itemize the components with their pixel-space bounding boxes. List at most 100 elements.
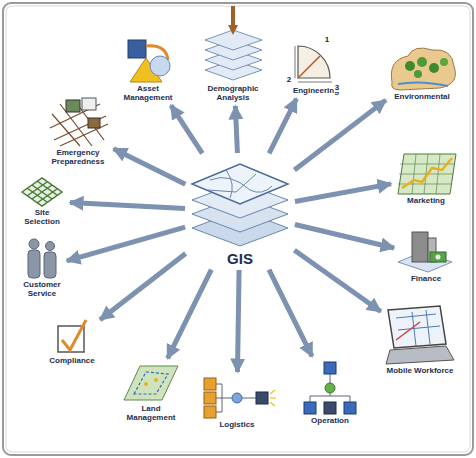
- application-label: Environmental: [394, 92, 450, 101]
- environmental-icon-part: [414, 70, 422, 78]
- logistics-icon-part: [204, 392, 216, 404]
- operation-icon-part: [310, 374, 350, 402]
- application-node: Asset Management: [121, 38, 175, 102]
- asset-icon-part: [150, 56, 170, 76]
- demographic-icon-part: [231, 6, 235, 30]
- customer-service-icon: [28, 239, 56, 278]
- land-management-icon-part: [124, 366, 178, 400]
- gis-layers-icon: [192, 164, 288, 246]
- application-node: Logistics: [200, 376, 274, 429]
- land-management-icon: [124, 366, 178, 400]
- operation-icon: [304, 362, 356, 414]
- radial-arrow: [70, 202, 185, 208]
- scale-number: 1: [324, 36, 330, 44]
- gis-layers-icon-part: [208, 170, 272, 198]
- operation-icon-part: [324, 362, 336, 374]
- land-management-icon-part: [144, 382, 148, 386]
- engineering-icon: [295, 46, 332, 82]
- environmental-icon-part: [440, 58, 448, 66]
- application-label: Emergency Preparedness: [48, 148, 108, 166]
- asset-icon-part: [128, 40, 146, 58]
- frame-part: [6, 6, 470, 452]
- marketing-icon-part-part: [436, 154, 440, 194]
- application-node: Site Selection: [18, 176, 66, 226]
- customer-service-icon-part: [44, 252, 56, 278]
- logistics-icon-part: [214, 384, 256, 412]
- environmental-icon-part: [429, 63, 439, 73]
- application-label: Mobile Workforce: [387, 366, 454, 375]
- application-label: Compliance: [49, 356, 94, 365]
- logistics-icon-part-part: [270, 390, 275, 394]
- land-management-icon-part: [134, 372, 168, 394]
- engineering-icon-part: [298, 56, 320, 78]
- application-node: Customer Service: [21, 238, 63, 298]
- operation-icon-part: [304, 402, 316, 414]
- mobile-workforce-icon-part: [388, 306, 446, 348]
- application-node: Finance: [398, 228, 454, 283]
- logistics-icon-part: [232, 393, 242, 403]
- logistics-icon-part: [204, 406, 216, 418]
- logistics-icon-part-part: [270, 402, 275, 406]
- application-label: Site Selection: [18, 208, 66, 226]
- customer-service-icon-part: [29, 239, 39, 249]
- emergency-icon-part-part: [52, 114, 80, 146]
- application-node: Compliance: [47, 318, 97, 365]
- application-node: Operation: [302, 360, 358, 425]
- operation-icon-part: [325, 383, 335, 393]
- radial-arrow: [235, 106, 237, 153]
- scale-number: 2: [286, 76, 292, 84]
- logistics-icon: [204, 378, 276, 418]
- frame-part: [3, 3, 473, 455]
- logistics-icon-part: [204, 378, 216, 390]
- radial-arrow: [67, 227, 185, 261]
- hub-title: GIS: [227, 250, 253, 267]
- finance-icon-part: [412, 232, 428, 262]
- application-node: Marketing: [395, 150, 457, 205]
- application-label: Engineering: [293, 86, 339, 95]
- operation-icon-part: [344, 402, 356, 414]
- environmental-icon-part: [417, 57, 427, 67]
- radial-arrow: [100, 254, 185, 320]
- gis-layers-icon-part: [192, 164, 288, 204]
- site-selection-icon-part: [37, 189, 57, 203]
- engineering-icon-part: [295, 46, 296, 78]
- engineering-icon-part: [298, 46, 330, 78]
- compliance-icon: [58, 320, 86, 352]
- environmental-icon: [391, 48, 455, 90]
- application-label: Marketing: [407, 196, 445, 205]
- radial-arrow: [295, 224, 394, 247]
- emergency-icon: [50, 98, 108, 146]
- emergency-icon-part: [66, 100, 80, 112]
- mobile-workforce-icon-part: [396, 322, 420, 340]
- radial-arrow: [294, 100, 385, 170]
- land-management-icon-part: [154, 378, 158, 382]
- application-node: Environmental: [389, 44, 455, 101]
- scale-number: 3: [334, 84, 340, 92]
- application-label: Demographic Analysis: [205, 84, 261, 102]
- demographic-icon-part: [205, 30, 262, 50]
- radial-arrow: [295, 184, 391, 202]
- gis-layers-icon-part-part: [226, 170, 232, 198]
- mobile-workforce-icon-part-part: [412, 312, 416, 346]
- mobile-workforce-icon-part-part: [396, 314, 436, 318]
- site-selection-icon-part: [27, 182, 47, 196]
- asset-icon: [128, 40, 170, 82]
- radial-arrow: [269, 99, 296, 154]
- customer-service-icon-part: [46, 242, 55, 251]
- radial-arrow: [237, 270, 239, 372]
- site-selection-icon-part: [22, 178, 62, 206]
- application-label: Finance: [411, 274, 441, 283]
- hub-node: GIS: [188, 156, 292, 267]
- gis-layers-icon-part-part: [208, 174, 256, 192]
- environmental-icon-part: [405, 61, 415, 71]
- finance-icon-part: [436, 255, 441, 260]
- logistics-icon-part-part: [214, 398, 234, 399]
- radial-arrow: [269, 270, 312, 357]
- emergency-icon-part: [50, 100, 108, 146]
- mobile-workforce-icon: [386, 306, 454, 364]
- marketing-icon-part-part: [412, 154, 416, 194]
- marketing-icon: [398, 154, 456, 194]
- mobile-workforce-icon-part-part: [398, 326, 440, 330]
